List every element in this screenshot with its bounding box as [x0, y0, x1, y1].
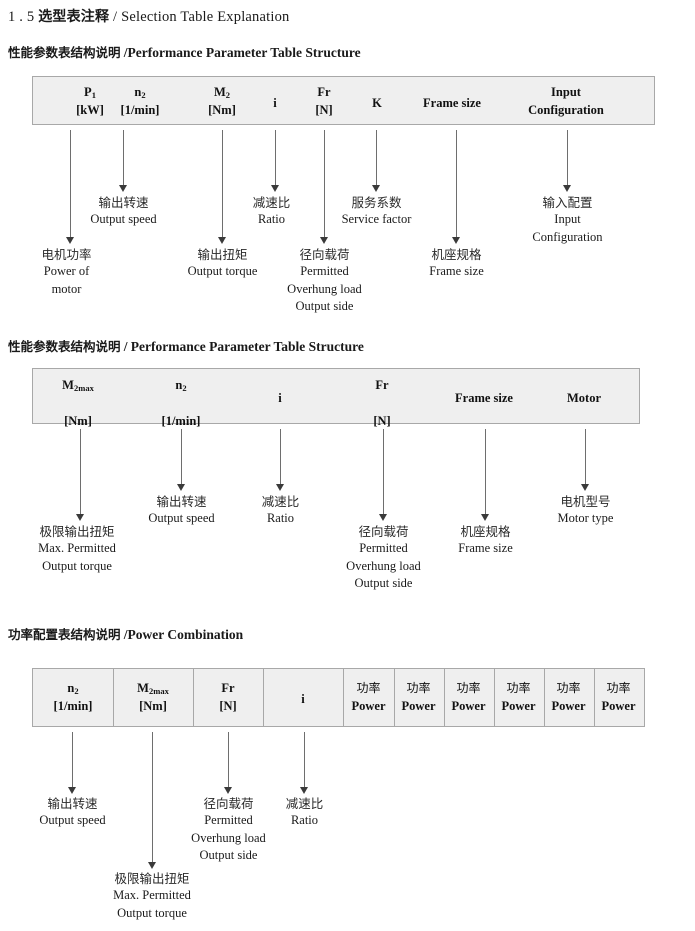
table2-cell-n2: n2 [1/min]: [161, 378, 201, 429]
section-3-heading-separator: /: [123, 627, 128, 642]
table2-cell-fr: Fr [N]: [373, 378, 391, 429]
annotation-permitted-overhung-load: 径向载荷 Permitted Overhung load Output side: [287, 247, 362, 313]
table1-cell-n2: n2 [1/min]: [120, 85, 160, 118]
table1-cell-input-configuration: Input Configuration: [528, 85, 604, 118]
annotation-max-permitted-output-torque: 极限输出扭矩 Max. Permitted Output torque: [38, 524, 116, 573]
section-1-heading: 性能参数表结构说明 /Performance Parameter Table S…: [8, 42, 361, 61]
performance-parameter-table-2: [32, 368, 640, 424]
arrow-to-input-configuration: [563, 130, 572, 192]
arrow-to-service-factor: [372, 130, 381, 192]
annotation-frame-size: 机座规格 Frame size: [429, 247, 484, 279]
arrow-to-permitted-overhung-load-2: [379, 429, 388, 521]
page-title-cn: 选型表注释: [38, 9, 110, 25]
arrow-to-max-permitted-output-torque-3: [148, 732, 157, 869]
table3-cell-power-4: 功率 Power: [501, 681, 536, 714]
annotation-output-speed: 输出转速 Output speed: [90, 195, 157, 227]
arrow-to-motor-type: [581, 429, 590, 491]
section-1-heading-cn: 性能参数表结构说明: [8, 45, 121, 60]
table2-cell-motor: Motor: [566, 391, 601, 405]
table3-divider-7: [494, 669, 495, 726]
annotation-ratio-3: 减速比 Ratio: [285, 796, 324, 828]
annotation-output-torque: 输出扭矩 Output torque: [187, 247, 258, 279]
table3-cell-fr: Fr [N]: [219, 681, 237, 714]
arrow-to-output-speed-2: [177, 429, 186, 491]
annotation-frame-size-2: 机座规格 Frame size: [458, 524, 513, 556]
table1-cell-fr: Fr [N]: [315, 85, 333, 118]
annotation-motor-type: 电机型号 Motor type: [557, 494, 614, 526]
annotation-output-speed-3: 输出转速 Output speed: [39, 796, 106, 828]
table3-cell-m2max: M2max [Nm]: [137, 681, 169, 714]
table3-divider-2: [193, 669, 194, 726]
page-title: 1 . 5 选型表注释 / Selection Table Explanatio…: [8, 6, 290, 26]
table1-cell-p1: P1 [kW]: [76, 85, 104, 118]
annotation-service-factor: 服务系数 Service factor: [341, 195, 412, 227]
table3-divider-1: [113, 669, 114, 726]
page-title-en: Selection Table Explanation: [121, 9, 290, 25]
table3-divider-3: [263, 669, 264, 726]
section-2-heading-cn: 性能参数表结构说明: [8, 339, 121, 354]
arrow-to-ratio-2: [276, 429, 285, 491]
table3-divider-8: [544, 669, 545, 726]
table1-cell-m2: M2 [Nm]: [208, 85, 236, 118]
table3-cell-i: i: [301, 692, 305, 706]
arrow-to-power-of-motor: [66, 130, 75, 244]
section-1-heading-en: Performance Parameter Table Structure: [127, 45, 361, 60]
arrow-to-frame-size-2: [481, 429, 490, 521]
table3-divider-6: [444, 669, 445, 726]
arrow-to-permitted-overhung-load-3: [224, 732, 233, 794]
table3-divider-4: [343, 669, 344, 726]
section-1-heading-separator: /: [123, 45, 128, 60]
table3-cell-power-6: 功率 Power: [601, 681, 636, 714]
table3-cell-power-3: 功率 Power: [451, 681, 486, 714]
section-2-heading-en: Performance Parameter Table Structure: [130, 339, 364, 354]
section-3-heading-cn: 功率配置表结构说明: [8, 627, 121, 642]
table3-cell-n2: n2 [1/min]: [53, 681, 93, 714]
section-3-heading-en: Power Combination: [127, 627, 244, 642]
table3-cell-power-2: 功率 Power: [401, 681, 436, 714]
arrow-to-ratio: [271, 130, 280, 192]
annotation-power-of-motor: 电机功率 Power of motor: [41, 247, 92, 296]
annotation-ratio: 减速比 Ratio: [252, 195, 291, 227]
table1-cell-i: i: [273, 96, 277, 110]
table3-divider-5: [394, 669, 395, 726]
arrow-to-output-speed-3: [68, 732, 77, 794]
section-2-heading-separator: /: [123, 339, 128, 354]
annotation-max-permitted-output-torque-3: 极限输出扭矩 Max. Permitted Output torque: [113, 871, 191, 920]
annotation-ratio-2: 减速比 Ratio: [261, 494, 300, 526]
table2-cell-frame-size: Frame size: [455, 391, 513, 405]
arrow-to-permitted-overhung-load: [320, 130, 329, 244]
arrow-to-output-torque: [218, 130, 227, 244]
section-2-heading: 性能参数表结构说明 / Performance Parameter Table …: [8, 336, 364, 355]
arrow-to-ratio-3: [300, 732, 309, 794]
annotation-output-speed-2: 输出转速 Output speed: [148, 494, 215, 526]
power-combination-table: [32, 668, 645, 727]
table3-divider-9: [594, 669, 595, 726]
page-title-number: 1 . 5: [8, 9, 35, 25]
table3-cell-power-5: 功率 Power: [551, 681, 586, 714]
table1-cell-frame-size: Frame size: [423, 96, 481, 110]
table2-cell-m2max: M2max [Nm]: [62, 378, 94, 429]
arrow-to-frame-size: [452, 130, 461, 244]
annotation-input-configuration: 输入配置 Input Configuration: [532, 195, 603, 244]
arrow-to-output-speed: [119, 130, 128, 192]
annotation-permitted-overhung-load-2: 径向载荷 Permitted Overhung load Output side: [346, 524, 421, 590]
arrow-to-max-permitted-output-torque: [76, 429, 85, 521]
table3-cell-power-1: 功率 Power: [351, 681, 386, 714]
table1-cell-k: K: [372, 96, 382, 110]
annotation-permitted-overhung-load-3: 径向载荷 Permitted Overhung load Output side: [191, 796, 266, 862]
table2-cell-i: i: [278, 391, 282, 405]
performance-parameter-table-1: [32, 76, 655, 125]
page-title-separator: /: [113, 9, 118, 25]
section-3-heading: 功率配置表结构说明 /Power Combination: [8, 624, 243, 643]
